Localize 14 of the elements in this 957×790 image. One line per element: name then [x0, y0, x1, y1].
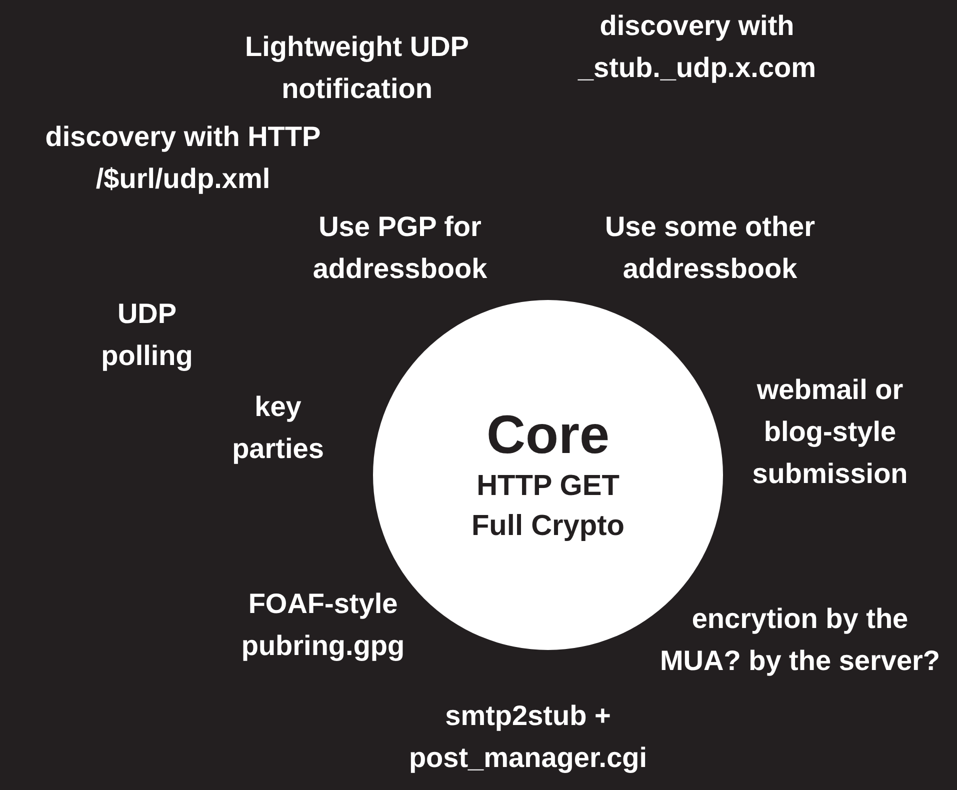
circle-text: Full Crypto — [471, 509, 625, 544]
idea-text: Use some other addressbook — [604, 210, 816, 286]
idea-text: Use PGP for addressbook — [312, 210, 488, 286]
idea-text: Lightweight UDP notification — [244, 30, 470, 106]
idea-text: webmail or blog-style submission — [751, 373, 909, 491]
idea-text: encrytion by the MUA? by the server? — [659, 602, 941, 678]
circle-text: HTTP GET — [476, 469, 620, 504]
idea-text: key parties — [231, 390, 325, 466]
idea-text: FOAF-style pubring.gpg — [240, 587, 406, 663]
idea-text: smtp2stub + post_manager.cgi — [408, 699, 648, 775]
idea-text: discovery with HTTP /$url/udp.xml — [44, 120, 322, 196]
circle-heading: Core — [486, 404, 610, 466]
idea-text: discovery with _stub._udp.x.com — [576, 9, 818, 85]
idea-text: UDP polling — [100, 297, 194, 373]
